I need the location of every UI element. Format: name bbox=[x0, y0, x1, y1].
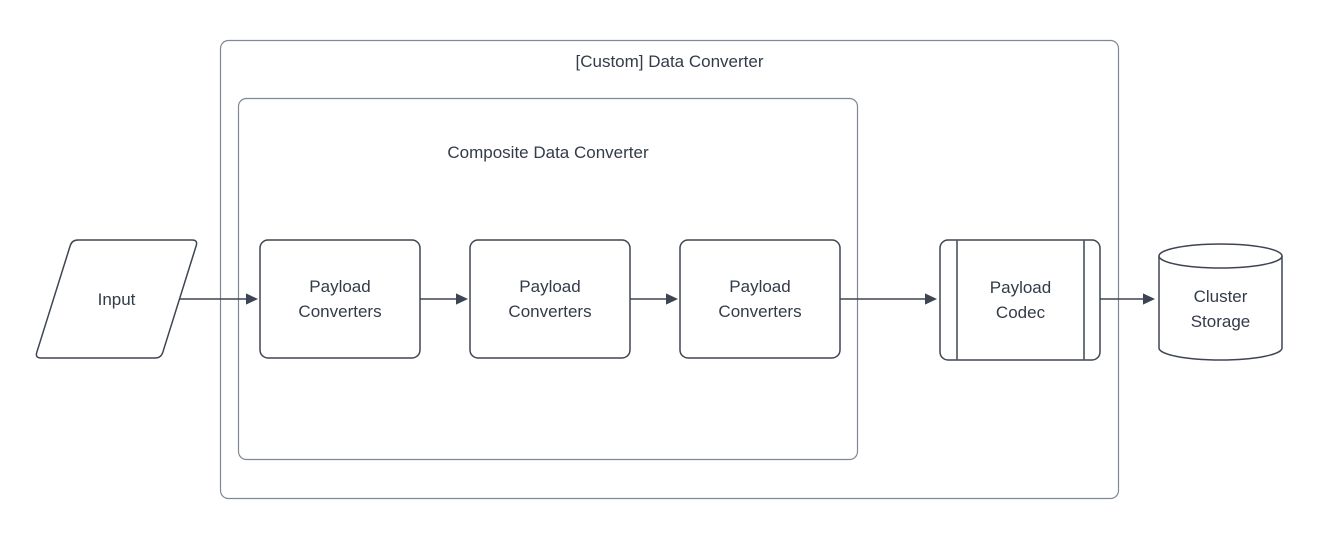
payload-converters-1-label: Payload Converters bbox=[298, 277, 382, 321]
payload-converters-3-box bbox=[679, 239, 841, 359]
payload-codec-box bbox=[939, 239, 1101, 361]
cluster-storage-cylinder-icon bbox=[1158, 243, 1283, 361]
arrow-codec-to-storage bbox=[1100, 293, 1155, 305]
arrow-converter2-to-converter3 bbox=[630, 293, 678, 305]
composite-data-converter-container-box bbox=[237, 97, 859, 461]
payload-converters-2-label: Payload Converters bbox=[508, 277, 592, 321]
cluster-storage-label: Cluster Storage bbox=[1190, 287, 1251, 331]
flow-arrows bbox=[180, 293, 1155, 305]
payload-codec-label: Payload Codec bbox=[989, 278, 1052, 322]
input-label: Input bbox=[97, 289, 136, 309]
inner-container-title: Composite Data Converter bbox=[447, 143, 649, 162]
custom-data-converter-container-box bbox=[219, 39, 1120, 500]
input-parallelogram-icon bbox=[35, 239, 198, 359]
payload-converters-3-label: Payload Converters bbox=[718, 277, 802, 321]
payload-converters-1-box bbox=[259, 239, 421, 359]
payload-converters-2-box bbox=[469, 239, 631, 359]
arrow-converter3-to-codec bbox=[840, 293, 937, 305]
arrow-input-to-converter1 bbox=[180, 293, 258, 305]
outer-container-title: [Custom] Data Converter bbox=[575, 52, 764, 71]
arrow-converter1-to-converter2 bbox=[420, 293, 468, 305]
